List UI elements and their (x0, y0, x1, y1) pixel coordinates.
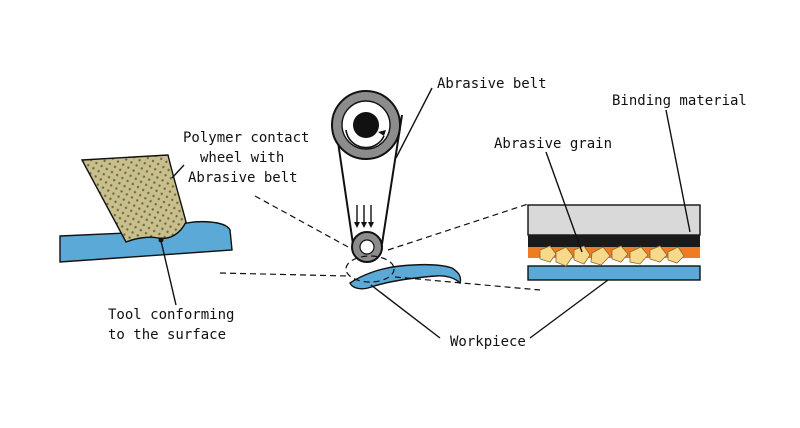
label-polymer-line2: wheel with (200, 150, 284, 166)
workpiece-layer (527, 265, 701, 281)
left-tool-illustration (59, 154, 233, 263)
label-tool-line2: to the surface (108, 327, 226, 343)
abrasive-grains (539, 245, 685, 267)
binding-material-leader (665, 109, 691, 233)
abrasive-belt-leader (395, 87, 433, 159)
tool-conforming-leader (160, 240, 177, 306)
down-arrows-icon (354, 205, 374, 228)
belt-cross-section (527, 204, 701, 281)
label-polymer-line1: Polymer contact (183, 130, 309, 146)
center-workpiece (349, 263, 462, 290)
rotation-arrowhead-icon (378, 130, 386, 136)
workpiece-leader-center (370, 284, 441, 339)
guide-line-upper-right (387, 203, 529, 251)
binding-layer (527, 204, 701, 236)
abrasive-grain-leader (545, 151, 583, 253)
guide-line-lower-left (219, 272, 349, 277)
guide-line-upper-left (254, 195, 351, 249)
belt-machine (331, 90, 462, 290)
label-workpiece: Workpiece (450, 334, 526, 350)
workpiece-leader-right (529, 279, 609, 339)
label-tool-line1: Tool conforming (108, 307, 234, 323)
white-gap-layer (528, 258, 700, 266)
backing-layer (528, 235, 700, 247)
rotation-arrow-icon (345, 129, 385, 149)
drive-wheel-hub (353, 112, 379, 138)
conforming-tool (80, 154, 187, 243)
label-binding-material: Binding material (612, 93, 747, 109)
guide-line-lower-right (394, 276, 541, 291)
contact-point-dot (158, 237, 164, 243)
label-polymer-line3: Abrasive belt (188, 170, 298, 186)
contact-zone-ellipse (345, 255, 395, 283)
polymer-leader (171, 164, 185, 179)
contact-wheel-inner (359, 239, 375, 255)
label-abrasive-belt: Abrasive belt (437, 76, 547, 92)
label-abrasive-grain: Abrasive grain (494, 136, 612, 152)
